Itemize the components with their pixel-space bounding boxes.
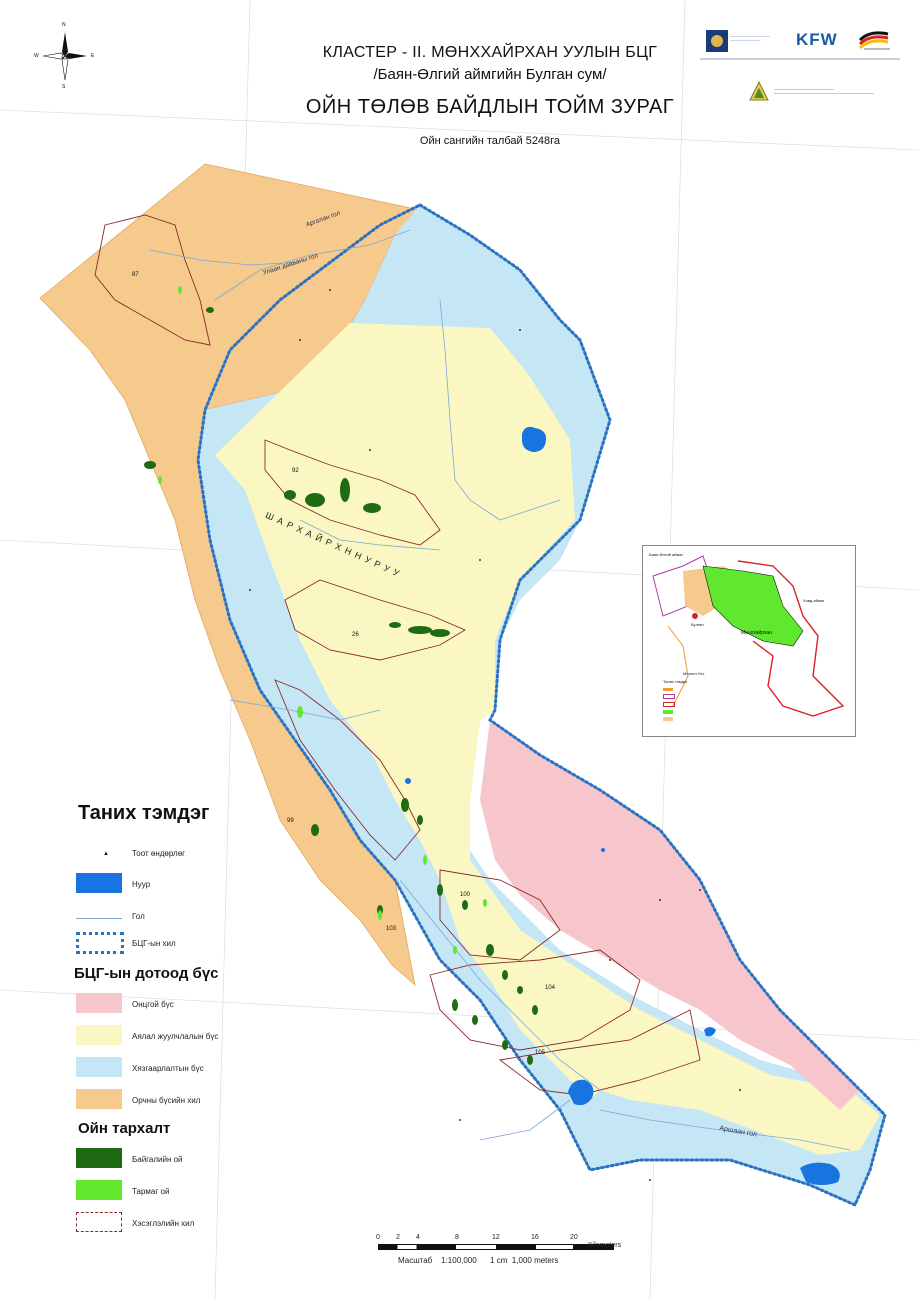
inset-legend: Таних тэмдэг xyxy=(663,679,743,729)
forest-area-label: Ойн сангийн талбай 5248га xyxy=(419,135,561,147)
legend-river-swatch xyxy=(76,918,122,919)
ministry-logo-text xyxy=(730,34,780,44)
unit-87: 87 xyxy=(132,272,139,278)
unit-103: 103 xyxy=(386,926,397,932)
legend-title: Таних тэмдэг xyxy=(78,802,210,824)
legend-zone-special-swatch xyxy=(76,993,122,1013)
legend-compartment-label: Хэсэглэлийн хил xyxy=(132,1219,195,1228)
legend-elevation-label: Тоот өндөрлөг xyxy=(132,849,186,858)
unit-26: 26 xyxy=(352,632,359,638)
scale-bar xyxy=(378,1244,614,1250)
pa-border xyxy=(196,203,887,1207)
unit-105: 105 xyxy=(535,1050,546,1056)
unit-104: 104 xyxy=(545,985,556,991)
protected-area-caption xyxy=(774,88,874,96)
elevation-points xyxy=(249,289,741,1181)
legend-zone-buffer-swatch xyxy=(76,1089,122,1109)
legend-zone-tourism-label: Аялал жуулчлалын бүс xyxy=(132,1032,219,1041)
scale-caption: Масштаб 1:100,000 1 cm 1,000 meters xyxy=(398,1256,559,1265)
german-cooperation-logo xyxy=(858,31,890,50)
inset-map: Баян-Өлгий аймаг Ховд аймаг Мөнххайрхан … xyxy=(642,545,856,737)
unit-100: 100 xyxy=(460,892,471,898)
legend-zone-limited-swatch xyxy=(76,1057,122,1077)
legend-natural-forest-swatch xyxy=(76,1148,122,1168)
inset-province-label: Баян-Өлгий аймаг xyxy=(649,552,683,557)
scale-tick-0: 0 xyxy=(376,1234,380,1241)
legend-planted-forest-label: Тармаг ой xyxy=(132,1187,170,1196)
legend-lake-label: Нуур xyxy=(132,880,151,889)
legend-pa-border-swatch xyxy=(76,932,124,954)
logos-caption-strip xyxy=(700,58,900,60)
legend-forest-title: Ойн тархалт xyxy=(78,1120,171,1137)
scale-unit: Kilometers xyxy=(588,1242,622,1249)
location-subtitle: /Баян-Өлгий аймгийн Булган сум/ xyxy=(373,66,607,83)
unit-92: 92 xyxy=(292,468,299,474)
lake-3 xyxy=(800,1162,840,1185)
compass-e: E xyxy=(91,53,95,59)
north-arrow-icon xyxy=(42,32,87,81)
kfw-logo: KFW xyxy=(796,30,838,49)
legend-planted-forest-swatch xyxy=(76,1180,122,1200)
legend-zone-tourism-swatch xyxy=(76,1025,122,1045)
legend-zones-title: БЦГ-ын дотоод бүс xyxy=(74,965,219,982)
legend-river-label: Гол xyxy=(132,912,145,921)
legend-elevation-symbol: ▲ xyxy=(103,851,109,857)
mongolia-emblem-logo xyxy=(706,30,728,52)
compass-w: W xyxy=(34,53,39,59)
legend-zone-special-label: Онцгой бүс xyxy=(132,1000,174,1009)
lake-1 xyxy=(522,426,547,452)
protected-area-logo xyxy=(749,80,769,101)
legend-pa-border-label: БЦГ-ын хил xyxy=(132,939,176,948)
compass-s: S xyxy=(62,84,66,90)
legend-zone-limited-label: Хязгаарлалтын бүс xyxy=(132,1064,204,1073)
inset-legend-title: Таних тэмдэг xyxy=(663,679,688,684)
inset-neighbor-label: Ховд аймаг xyxy=(803,598,825,603)
compartment-boundaries xyxy=(94,214,701,1096)
lake-2 xyxy=(568,1079,594,1106)
scale-tick-2: 2 xyxy=(396,1234,400,1241)
scale-tick-8: 8 xyxy=(455,1234,459,1241)
scale-tick-16: 16 xyxy=(531,1234,539,1241)
planted-forest-patches xyxy=(158,286,487,954)
legend-natural-forest-label: Байгалийн ой xyxy=(132,1155,183,1164)
inset-town-label: Булган xyxy=(691,622,704,627)
special-zone xyxy=(480,720,860,1110)
inset-area-label: Мөнххайрхан xyxy=(741,630,772,636)
legend-compartment-swatch xyxy=(76,1212,122,1232)
map-title: ОЙН ТӨЛӨВ БАЙДЛЫН ТОЙМ ЗУРАГ xyxy=(305,96,675,118)
lake-6 xyxy=(601,848,605,852)
lake-5 xyxy=(405,778,411,784)
scale-tick-4: 4 xyxy=(416,1234,420,1241)
cluster-title: КЛАСТЕР - II. МӨНХХАЙРХАН УУЛЫН БЦГ xyxy=(322,44,658,61)
inset-map-drawing xyxy=(652,555,845,717)
legend-lake-swatch xyxy=(76,873,122,893)
rivers xyxy=(149,229,851,1151)
scale-tick-20: 20 xyxy=(570,1234,578,1241)
scale-tick-12: 12 xyxy=(492,1234,500,1241)
inset-border-label: Монгол Улс xyxy=(683,671,705,676)
tourism-zone xyxy=(215,323,880,1155)
compass-n: N xyxy=(62,22,66,28)
lake-4 xyxy=(704,1027,716,1037)
unit-99: 99 xyxy=(287,818,294,824)
natural-forest-patches xyxy=(144,307,538,1065)
legend-zone-buffer-label: Орчны бүсийн хил xyxy=(132,1096,201,1105)
